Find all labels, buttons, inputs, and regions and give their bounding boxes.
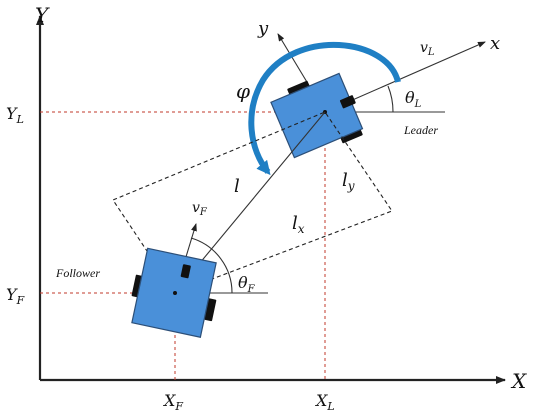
tick-label-xf: XF [162,391,183,413]
global-y-axis-label: Y [35,3,50,27]
tick-label-yl: YL [6,104,24,126]
follower-velocity-label: vF [192,200,208,218]
leader-velocity-label: vL [420,40,435,58]
l-label: l [234,176,240,197]
tick-label-xl: XL [314,391,335,413]
leader-local-y-label: y [257,18,269,39]
leader-wheel-bottom [339,127,363,144]
ly-label: ly [342,170,355,193]
lx-label: lx [292,213,305,236]
follower-name-label: Follower [55,266,100,280]
follower-caster [180,264,191,279]
leader-heading-label: θL [405,88,422,110]
phi-label: φ [236,79,250,103]
tick-label-yf: YF [6,285,25,307]
leader-caster [339,95,356,109]
follower-heading-label: θF [238,273,256,295]
follower-heading-arc [190,237,233,294]
follower-center [173,291,177,295]
follower-wheel-right [204,298,217,322]
global-x-axis-label: X [510,369,527,393]
leader-robot [270,72,364,159]
leader-local-x-label: x [490,33,500,54]
leader-wheel-top [287,80,311,97]
leader-name-label: Leader [403,123,438,137]
leader-heading-arc [387,85,394,113]
phi-angle-arc [248,41,401,176]
